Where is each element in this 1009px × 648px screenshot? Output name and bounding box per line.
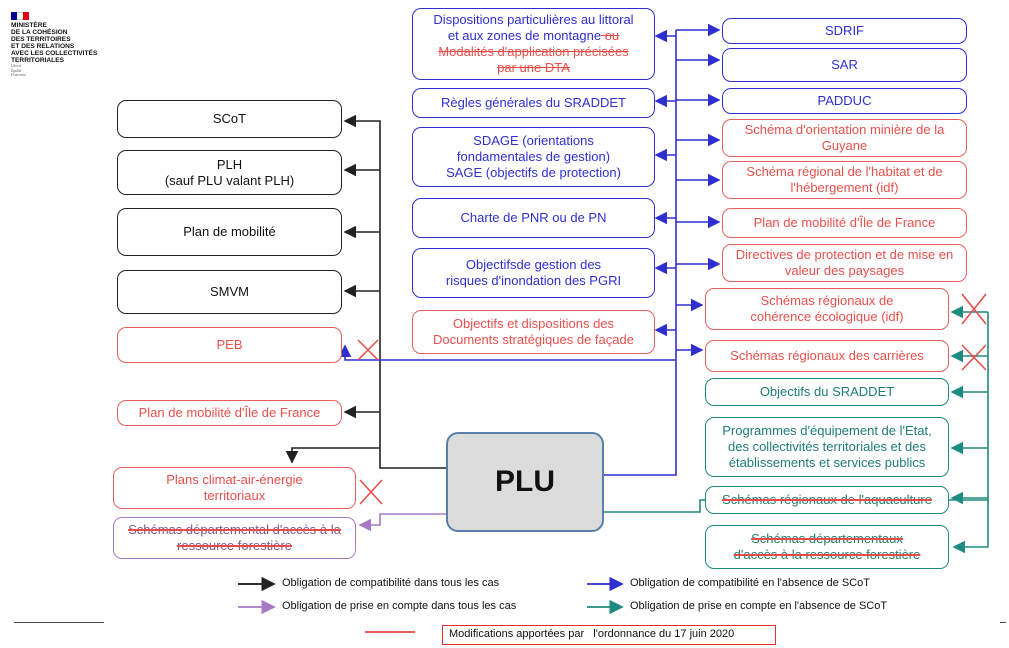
box-schemas-forestiere-label: Schémas départemental d'accès à la resso… <box>128 522 341 553</box>
box-plan-mobilite-idf-right: Plan de mobilité d'Île de France <box>722 208 967 238</box>
box-sdrif-label: SDRIF <box>825 23 864 39</box>
box-peb: PEB <box>117 327 342 363</box>
box-sar-label: SAR <box>831 57 858 73</box>
box-dsf-label: Objectifs et dispositions des Documents … <box>433 316 634 347</box>
ministry-logo: MINISTÈRE DE LA COHÉSION DES TERRITOIRES… <box>11 12 131 78</box>
box-pcaet-label: Plans climat-air-énergie territoriaux <box>166 472 303 503</box>
box-guyane-label: Schéma d'orientation minière de la Guyan… <box>744 122 945 153</box>
plu-node: PLU <box>446 432 604 532</box>
legend-consideration-no-scot: Obligation de prise en compte en l'absen… <box>630 600 888 612</box>
box-peb-label: PEB <box>216 337 243 353</box>
box-plan-mobilite-idf-right-label: Plan de mobilité d'Île de France <box>753 215 936 231</box>
box-dsf: Objectifs et dispositions des Documents … <box>412 310 655 354</box>
box-aquaculture-label: Schémas régionaux de l'aquaculture <box>722 492 932 508</box>
french-flag-icon <box>11 12 29 20</box>
box-plh-label: PLH (sauf PLU valant PLH) <box>164 156 295 188</box>
box-sdrif: SDRIF <box>722 18 967 44</box>
box-smvm: SMVM <box>117 270 342 314</box>
box-plan-mobilite-label: Plan de mobilité <box>183 224 276 240</box>
box-coherence-label: Schémas régionaux de cohérence écologiqu… <box>750 293 904 324</box>
box-sdage-label: SDAGE (orientations fondamentales de ges… <box>446 133 621 180</box>
box-coherence: Schémas régionaux de cohérence écologiqu… <box>705 288 949 330</box>
box-littoral-text: Dispositions particulières au littoral e… <box>433 12 633 75</box>
legend-compatibility-no-scot: Obligation de compatibilité en l'absence… <box>630 577 870 589</box>
box-pcaet: Plans climat-air-énergie territoriaux <box>113 467 356 509</box>
box-schemas-forestiere: Schémas départemental d'accès à la resso… <box>113 517 356 559</box>
purple-connectors <box>358 513 446 532</box>
box-departementaux-label: Schémas départementaux d'accès à la ress… <box>733 531 921 562</box>
box-padduc-label: PADDUC <box>817 93 872 109</box>
box-pnr: Charte de PNR ou de PN <box>412 198 655 238</box>
box-plan-mobilite-idf-label: Plan de mobilité d'Île de France <box>138 405 321 421</box>
republic-motto: Liberté Égalité Fraternité <box>11 64 26 78</box>
box-paysages: Directives de protection et de mise en v… <box>722 244 967 282</box>
box-sraddet-objectifs-label: Objectifs du SRADDET <box>759 384 895 400</box>
box-sraddet-regles: Règles générales du SRADDET <box>412 88 655 118</box>
flag-white-band <box>17 12 23 20</box>
flag-red-band <box>23 12 29 20</box>
box-programmes: Programmes d'équipement de l'Etat, des c… <box>705 417 949 477</box>
box-paysages-label: Directives de protection et de mise en v… <box>735 247 954 278</box>
box-littoral-struck: ou Modalités d'application précisées par… <box>438 28 629 75</box>
box-sraddet-objectifs: Objectifs du SRADDET <box>705 378 949 406</box>
legend-compatibility-all: Obligation de compatibilité dans tous le… <box>282 577 500 589</box>
box-departementaux: Schémas départementaux d'accès à la ress… <box>705 525 949 569</box>
ministry-name: MINISTÈRE DE LA COHÉSION DES TERRITOIRES… <box>11 22 98 64</box>
legend-arrows <box>238 576 624 633</box>
box-plan-mobilite-idf: Plan de mobilité d'Île de France <box>117 400 342 426</box>
box-padduc: PADDUC <box>722 88 967 114</box>
box-carrieres-label: Schémas régionaux des carrières <box>730 348 924 364</box>
box-scot-label: SCoT <box>212 111 247 127</box>
teal-connectors <box>604 305 989 554</box>
box-plh: PLH (sauf PLU valant PLH) <box>117 150 342 195</box>
box-habitat-idf-label: Schéma régional de l'habitat et de l'héb… <box>746 164 943 195</box>
box-smvm-label: SMVM <box>210 284 249 300</box>
box-pgri-label: Objectifsde gestion des risques d'inonda… <box>445 257 622 288</box>
legend-consideration-all: Obligation de prise en compte dans tous … <box>282 600 517 612</box>
box-carrieres: Schémas régionaux des carrières <box>705 340 949 372</box>
box-plan-mobilite: Plan de mobilité <box>117 208 342 256</box>
box-sraddet-regles-label: Règles générales du SRADDET <box>441 95 626 111</box>
box-pgri: Objectifsde gestion des risques d'inonda… <box>412 248 655 298</box>
box-guyane: Schéma d'orientation minière de la Guyan… <box>722 119 967 157</box>
box-aquaculture: Schémas régionaux de l'aquaculture <box>705 486 949 514</box>
box-sar: SAR <box>722 48 967 82</box>
black-connectors <box>285 114 446 469</box>
blue-connectors <box>338 23 721 476</box>
box-littoral: Dispositions particulières au littoral e… <box>412 8 655 80</box>
box-pnr-label: Charte de PNR ou de PN <box>460 210 607 226</box>
box-scot: SCoT <box>117 100 342 138</box>
box-programmes-label: Programmes d'équipement de l'Etat, des c… <box>722 423 932 470</box>
bottom-right-rule <box>1000 622 1006 623</box>
box-habitat-idf: Schéma régional de l'habitat et de l'héb… <box>722 161 967 199</box>
bottom-left-rule <box>14 622 104 623</box>
modification-note: Modifications apportées par l'ordonnance… <box>442 625 776 645</box>
box-littoral-label: Dispositions particulières au littoral e… <box>433 12 634 44</box>
flag-blue-band <box>11 12 17 20</box>
box-sdage: SDAGE (orientations fondamentales de ges… <box>412 127 655 187</box>
